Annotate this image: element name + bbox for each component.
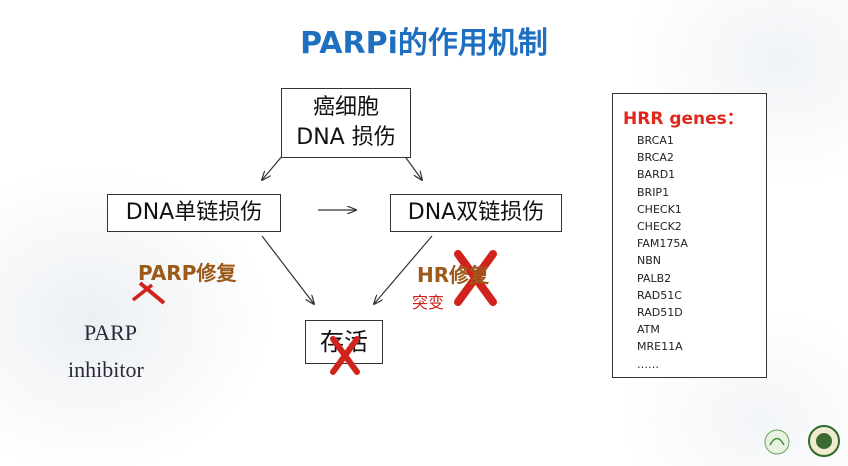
list-item: BARD1: [637, 168, 676, 182]
list-item: NBN: [637, 254, 662, 268]
arrow-top-to-ssb: [262, 154, 284, 180]
page-title: PARPi的作用机制: [300, 26, 548, 61]
arrow-top-to-dsb: [403, 154, 422, 180]
list-item: ATM: [637, 323, 660, 337]
double-strand-damage-node: DNA双链损伤: [390, 194, 562, 232]
list-item: RAD51C: [637, 288, 682, 302]
hrr-genes-panel: HRR genes： BRCA1 BRCA2 BARD1 BRIP1 CHECK…: [612, 93, 767, 378]
node-top-line2: DNA 损伤: [296, 125, 396, 150]
node-top-line1: 癌细胞: [312, 95, 379, 120]
list-item: CHECK2: [637, 220, 682, 234]
list-item: FAM175A: [637, 237, 688, 251]
parp-label: PARP: [84, 320, 138, 345]
list-item: BRCA1: [637, 134, 674, 147]
list-item: BRIP1: [637, 185, 670, 199]
logo-icon: [764, 429, 790, 455]
single-strand-damage-node: DNA单链损伤: [107, 194, 281, 232]
inhibition-t-icon: [131, 281, 166, 305]
arrow-dsb-to-survival: [374, 235, 433, 304]
logo-icon: [808, 425, 840, 457]
arrow-ssb-to-survival: [261, 235, 314, 304]
parp-repair-label: PARP修复: [138, 261, 237, 285]
list-item: PALB2: [637, 271, 672, 285]
list-item: MRE11A: [637, 340, 683, 354]
list-item: CHECK1: [637, 202, 682, 216]
hrr-gene-list: BRCA1 BRCA2 BARD1 BRIP1 CHECK1 CHECK2 FA…: [637, 132, 688, 373]
mutation-label: 突变: [412, 293, 445, 312]
hr-repair-label: HR修复: [417, 263, 490, 287]
list-item: BRCA2: [637, 151, 674, 165]
hrr-genes-title: HRR genes：: [623, 109, 744, 129]
cancer-cell-dna-damage-node: 癌细胞 DNA 损伤: [281, 88, 411, 158]
red-x-mark-icon: [454, 250, 497, 306]
list-item: RAD51D: [637, 306, 683, 320]
inhibitor-label: inhibitor: [68, 357, 144, 382]
list-item: ……: [637, 357, 659, 371]
